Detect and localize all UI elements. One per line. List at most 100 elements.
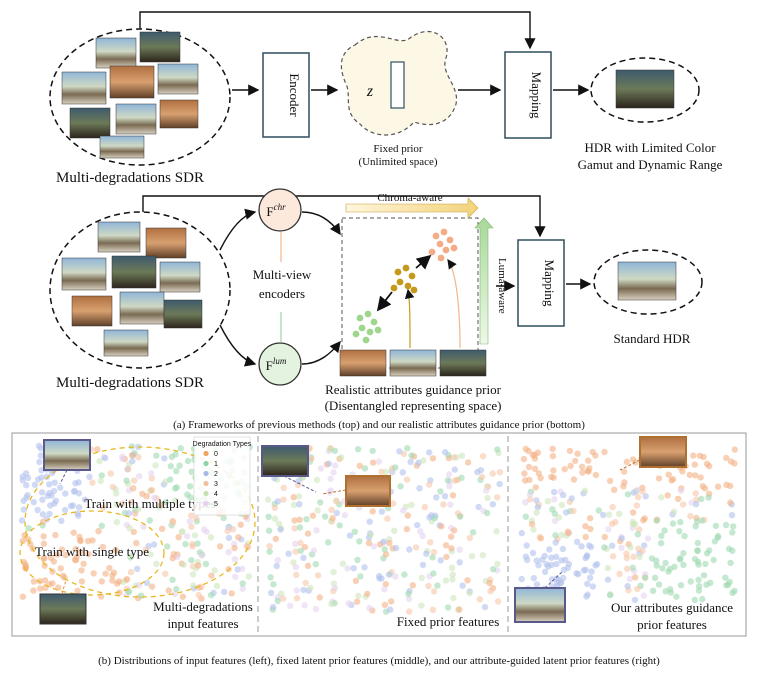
feature-point: [624, 582, 631, 590]
feature-point: [466, 534, 473, 542]
top-sdr-thumbnails: [61, 31, 199, 159]
feature-point: [403, 476, 411, 483]
feature-point: [427, 539, 434, 546]
feature-point: [307, 584, 314, 591]
feature-point: [195, 562, 202, 569]
feature-point: [38, 489, 46, 496]
feature-point: [667, 589, 675, 596]
feature-point: [723, 454, 730, 462]
feature-point: [714, 483, 722, 490]
feature-point: [188, 556, 195, 564]
feature-point: [686, 471, 693, 479]
feature-point: [578, 463, 586, 470]
mid-sample-link-left: [283, 475, 317, 493]
feature-point: [408, 452, 415, 459]
feature-point: [564, 564, 571, 572]
feature-point: [396, 448, 403, 455]
feature-point: [405, 595, 413, 603]
bottom-input-ellipse: [49, 211, 231, 369]
feature-point: [710, 556, 717, 564]
arrow-flum-to-space: [301, 340, 341, 365]
feature-point: [40, 540, 48, 547]
feature-point: [46, 510, 53, 518]
feature-point: [401, 571, 408, 578]
train-single-label: Train with single type: [35, 544, 149, 559]
feature-point: [237, 521, 244, 528]
feature-point: [78, 567, 85, 574]
feature-point: [297, 547, 304, 554]
mid-sample-link-right: [321, 489, 347, 495]
feature-point: [494, 560, 501, 568]
feature-point: [357, 573, 364, 580]
feature-point: [187, 512, 195, 519]
feature-point: [618, 544, 625, 552]
feature-point: [618, 535, 625, 542]
top-mapping-label: Mapping: [529, 72, 544, 119]
feature-point: [437, 557, 444, 564]
left-sample-link-bottom: [61, 579, 67, 595]
feature-point: [124, 465, 132, 473]
feature-point: [549, 445, 556, 453]
legend-entry: 4: [214, 491, 218, 498]
feature-point: [172, 497, 179, 504]
feature-point: [142, 546, 150, 553]
feature-point: [376, 572, 383, 580]
feature-point: [648, 555, 656, 562]
feature-point: [496, 469, 504, 476]
feature-point: [303, 516, 310, 523]
feature-point: [521, 470, 528, 477]
feature-point: [147, 551, 154, 558]
feature-point: [677, 518, 684, 526]
feature-point: [522, 445, 529, 453]
feature-point: [703, 550, 711, 557]
feature-point: [420, 457, 427, 464]
feature-point: [729, 529, 736, 536]
legend-swatch: [203, 450, 209, 457]
feature-point: [119, 453, 126, 460]
feature-point: [575, 571, 582, 578]
feature-point: [356, 462, 363, 470]
feature-point: [285, 550, 292, 557]
feature-point: [728, 512, 736, 519]
panel-b: Train with multiple types Train with sin…: [11, 432, 747, 637]
feature-point: [387, 606, 394, 613]
feature-point: [191, 532, 199, 539]
feature-point: [128, 443, 136, 450]
feature-point: [161, 455, 168, 462]
train-multi-label: Train with multiple types: [84, 496, 215, 511]
top-output-label-1: HDR with Limited Color: [584, 140, 716, 155]
feature-point: [346, 532, 354, 539]
feature-point: [412, 544, 420, 551]
feature-point: [553, 553, 560, 561]
feature-point: [367, 531, 374, 538]
feature-point: [456, 546, 463, 553]
feature-point: [381, 586, 388, 593]
feature-point: [541, 568, 549, 576]
feature-point: [272, 535, 279, 542]
feature-point: [30, 578, 38, 585]
feature-point: [587, 543, 595, 551]
feature-point: [43, 473, 50, 480]
feature-point: [75, 490, 83, 497]
feature-point: [430, 570, 437, 577]
feature-point: [97, 477, 104, 485]
left-caption-2: input features: [167, 616, 238, 631]
feature-point: [228, 590, 235, 597]
feature-point: [165, 587, 172, 594]
feature-point: [665, 471, 672, 478]
feature-point: [729, 547, 736, 554]
feature-point: [433, 494, 440, 501]
feature-point: [677, 582, 685, 589]
feature-point: [266, 548, 273, 555]
train-multi-ellipse: [24, 446, 256, 598]
feature-point: [534, 504, 541, 511]
feature-point: [190, 582, 197, 589]
feature-point: [525, 463, 533, 471]
feature-point: [112, 490, 120, 497]
reference-images: [339, 349, 487, 377]
feature-point: [649, 587, 657, 594]
feature-point: [655, 475, 663, 482]
feature-point: [616, 510, 623, 517]
feature-point: [609, 542, 616, 549]
